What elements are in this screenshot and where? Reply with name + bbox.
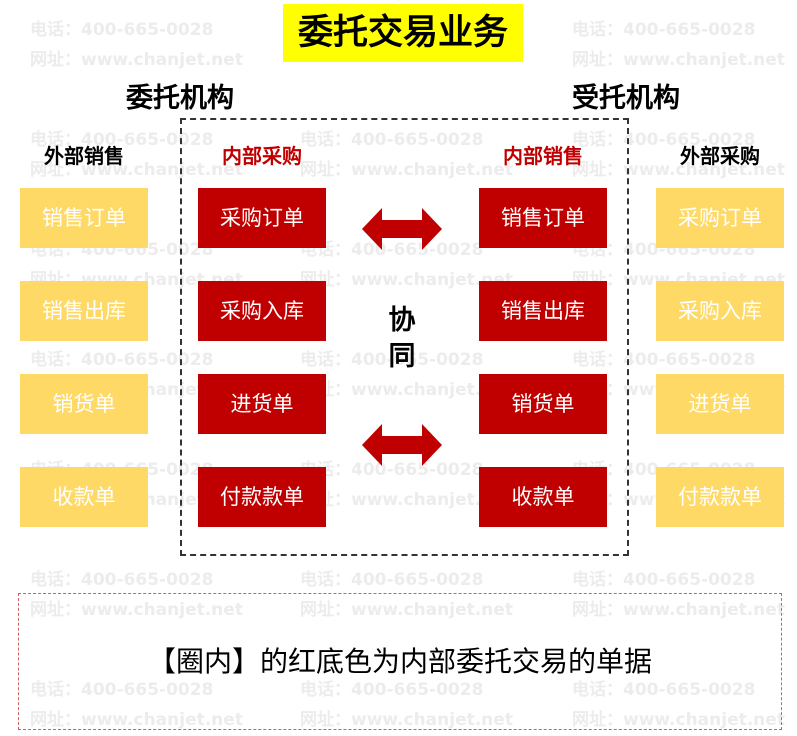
note-text: 【圈内】的红底色为内部委托交易的单据 [147,645,652,678]
watermark-site: 网址：www.chanjet.net [30,50,243,70]
column-header-external-sales: 外部销售 [44,144,124,168]
doc-box: 进货单 [656,374,784,434]
right-org-label: 受托机构 [572,83,680,114]
doc-box: 销售订单 [20,188,148,248]
diagram-title: 委托交易业务 [283,4,523,62]
watermark-phone: 电话：400-665-0028 [30,570,214,590]
doc-box: 销货单 [20,374,148,434]
doc-box: 采购入库 [198,281,326,341]
doc-box: 销货单 [479,374,607,434]
collaboration-label: 协 同 [382,303,422,375]
doc-box: 采购订单 [656,188,784,248]
column-header-internal-sales: 内部销售 [503,144,583,168]
column-header-internal-purchase: 内部采购 [222,144,302,168]
doc-box: 进货单 [198,374,326,434]
watermark-phone: 电话：400-665-0028 [300,570,484,590]
doc-box: 销售出库 [479,281,607,341]
doc-box: 销售订单 [479,188,607,248]
double-arrow-icon [362,208,442,250]
note-frame [18,593,782,730]
watermark-phone: 电话：400-665-0028 [572,20,756,40]
doc-box: 采购入库 [656,281,784,341]
doc-box: 采购订单 [198,188,326,248]
doc-box: 销售出库 [20,281,148,341]
column-header-external-purchase: 外部采购 [680,144,760,168]
double-arrow-icon [362,424,442,466]
doc-box: 收款单 [20,467,148,527]
collaboration-char: 同 [388,341,416,372]
watermark-site: 网址：www.chanjet.net [572,50,785,70]
watermark-phone: 电话：400-665-0028 [572,570,756,590]
left-org-label: 委托机构 [126,83,234,114]
internal-boundary [180,118,629,556]
doc-box: 付款款单 [656,467,784,527]
collaboration-char: 协 [388,305,416,336]
doc-box: 收款单 [479,467,607,527]
watermark-phone: 电话：400-665-0028 [30,20,214,40]
doc-box: 付款款单 [198,467,326,527]
